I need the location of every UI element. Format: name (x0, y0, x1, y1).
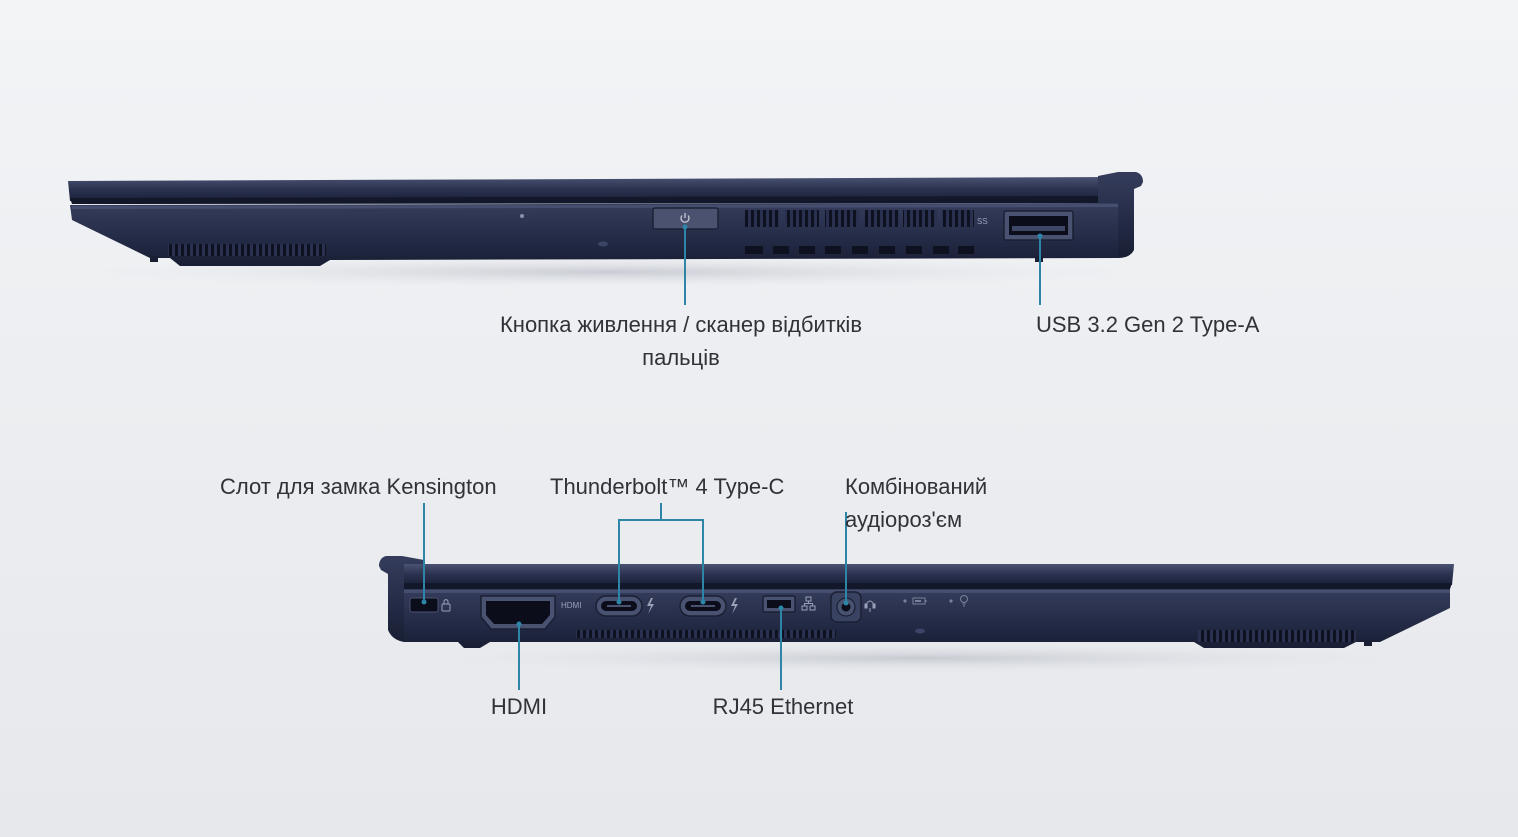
lid-seam (70, 196, 1118, 204)
headset-icon (864, 600, 876, 612)
hdmi-logo: HDMI (561, 601, 581, 610)
hdmi-port (480, 595, 556, 630)
thunderbolt-port-1 (595, 595, 643, 617)
battery-icon (912, 597, 927, 605)
laptop-shadow (70, 256, 1150, 288)
callout-kensington: Слот для замка Kensington (220, 474, 497, 499)
callout-lines-bottom (421, 503, 849, 690)
callout-audio-line2: аудіороз'єм (845, 507, 963, 532)
callout-audio-line1: Комбінований (845, 474, 988, 499)
microphone-hole (598, 241, 608, 247)
side-vents (745, 210, 974, 254)
power-icon (680, 213, 690, 223)
callout-usb-a: USB 3.2 Gen 2 Type-A (1036, 312, 1260, 337)
laptop-right-side-view: SS (68, 172, 1150, 305)
base-edge-highlight (404, 590, 1450, 593)
callout-power-button-line2: пальців (642, 345, 720, 370)
laptop-shadow (380, 642, 1460, 674)
audio-jack (830, 591, 862, 623)
laptop-lid (404, 564, 1454, 585)
foot-vent (168, 244, 326, 256)
callout-thunderbolt: Thunderbolt™ 4 Type-C (550, 474, 785, 499)
callout-hdmi: HDMI (490, 694, 548, 719)
thunderbolt-icon (731, 598, 738, 614)
laptop-left-side-view: HDMI (379, 503, 1460, 690)
indicator-led (949, 599, 953, 603)
microphone-hole (915, 628, 925, 634)
laptop-lid (68, 177, 1118, 201)
status-led (520, 214, 524, 218)
lightbulb-icon (960, 595, 968, 607)
thunderbolt-icon (647, 598, 654, 614)
usb-ss-logo: SS (977, 217, 988, 226)
indicator-led (903, 599, 907, 603)
callout-power-button: Кнопка живлення / сканер відбитків пальц… (500, 308, 862, 374)
base-edge-highlight (72, 204, 1118, 209)
lock-icon (441, 599, 451, 612)
callout-lines-top (682, 224, 1043, 305)
usb-a-port (1003, 210, 1074, 241)
bottom-vent (576, 630, 836, 638)
callout-power-button-line1: Кнопка живлення / сканер відбитків (499, 312, 863, 337)
rubber-foot (150, 256, 158, 262)
rj45-port (762, 595, 796, 613)
callout-rj45: RJ45 Ethernet (712, 694, 854, 719)
foot-vent (1198, 630, 1356, 642)
network-icon (801, 596, 816, 611)
callout-audio-jack: Комбінований аудіороз'єм (845, 470, 987, 536)
rubber-foot (1364, 640, 1372, 646)
thunderbolt-port-2 (679, 595, 727, 617)
lid-seam (404, 583, 1452, 589)
